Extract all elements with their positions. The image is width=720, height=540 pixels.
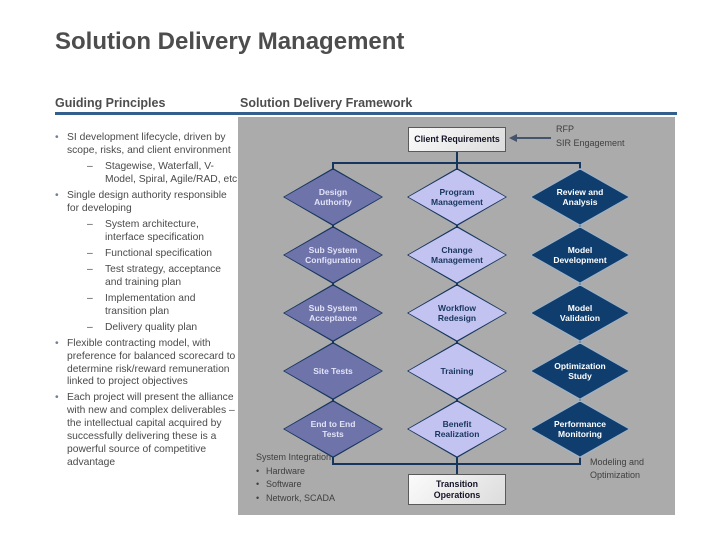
bullet-icon: •	[256, 492, 260, 503]
bullet-icon: •	[55, 337, 59, 349]
note-title: System Integration	[256, 452, 332, 462]
list-item: –Delivery quality plan	[87, 321, 198, 333]
diamond-model-development: Model Development	[530, 226, 630, 284]
dash-icon: –	[87, 247, 93, 259]
page-title: Solution Delivery Management	[55, 28, 405, 55]
diamond-model-validation: Model Validation	[530, 284, 630, 342]
dash-icon: –	[87, 160, 93, 172]
list-item: –System architecture, interface specific…	[87, 218, 205, 243]
dash-icon: –	[87, 218, 93, 230]
rfp-annotation: RFP SIR Engagement	[556, 124, 625, 148]
diamond-end-to-end-tests: End to End Tests	[283, 400, 383, 458]
note-item: •Hardware	[256, 465, 335, 479]
list-item: •Flexible contracting model, with prefer…	[55, 337, 236, 388]
list-item: –Stagewise, Waterfall, V-Model, Spiral, …	[87, 160, 238, 185]
bullet-icon: •	[55, 392, 59, 404]
note-item: •Network, SCADA	[256, 492, 335, 506]
diamond-sub-system-configuration: Sub System Configuration	[283, 226, 383, 284]
diamond-performance-monitoring: Performance Monitoring	[530, 400, 630, 458]
diamond-training: Training	[407, 342, 507, 400]
note-item: •Software	[256, 478, 335, 492]
list-item: •Single design authority responsible for…	[55, 189, 227, 214]
diamond-benefit-realization: Benefit Realization	[407, 400, 507, 458]
diamond-design-authority: Design Authority	[283, 168, 383, 226]
heading-rule	[55, 112, 677, 115]
system-integration-note: System Integration •Hardware •Software •…	[256, 451, 335, 505]
list-item: •SI development lifecycle, driven by sco…	[55, 132, 231, 156]
diamond-change-management: Change Management	[407, 226, 507, 284]
list-item: –Implementation and transition plan	[87, 292, 196, 317]
diamond-site-tests: Site Tests	[283, 342, 383, 400]
dash-icon: –	[87, 321, 93, 333]
framework-panel: Client Requirements Transition Operation…	[238, 117, 675, 515]
list-item: •Each project will present the alliance …	[55, 392, 235, 469]
arrow-line	[517, 137, 551, 139]
diamond-sub-system-acceptance: Sub System Acceptance	[283, 284, 383, 342]
guiding-principles-heading: Guiding Principles	[55, 96, 166, 110]
diamond-optimization-study: Optimization Study	[530, 342, 630, 400]
guiding-principles-list: •SI development lifecycle, driven by sco…	[55, 132, 239, 473]
bullet-icon: •	[55, 189, 59, 201]
connector-bottom-stub	[456, 463, 458, 475]
diamond-review-and-analysis: Review and Analysis	[530, 168, 630, 226]
list-item: –Test strategy, acceptance and training …	[87, 263, 221, 288]
bullet-icon: •	[55, 132, 59, 143]
bullet-icon: •	[256, 465, 260, 476]
framework-heading: Solution Delivery Framework	[240, 96, 413, 110]
modeling-optimization-note: Modeling and Optimization	[590, 457, 645, 481]
list-item: –Functional specification	[87, 247, 213, 259]
client-requirements-box: Client Requirements	[408, 127, 506, 152]
connector-top-stub	[456, 152, 458, 164]
dash-icon: –	[87, 292, 93, 304]
diamond-workflow-redesign: Workflow Redesign	[407, 284, 507, 342]
bullet-icon: •	[256, 479, 260, 489]
transition-operations-box: Transition Operations	[408, 474, 506, 505]
arrow-left-icon	[509, 134, 517, 142]
diamond-program-management: Program Management	[407, 168, 507, 226]
dash-icon: –	[87, 263, 93, 275]
